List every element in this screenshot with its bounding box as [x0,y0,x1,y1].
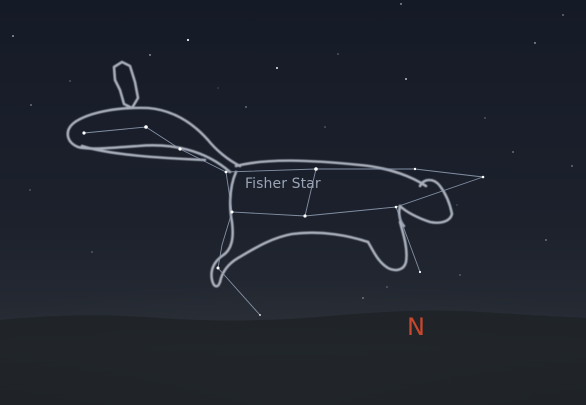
horizon-landscape [0,310,586,405]
constellation-artwork [66,60,454,288]
compass-direction-label: N [407,313,425,341]
constellation-lines [83,126,484,316]
background-stars [12,3,573,299]
constellation-label: Fisher Star [245,176,321,192]
constellation-stars [82,125,485,316]
